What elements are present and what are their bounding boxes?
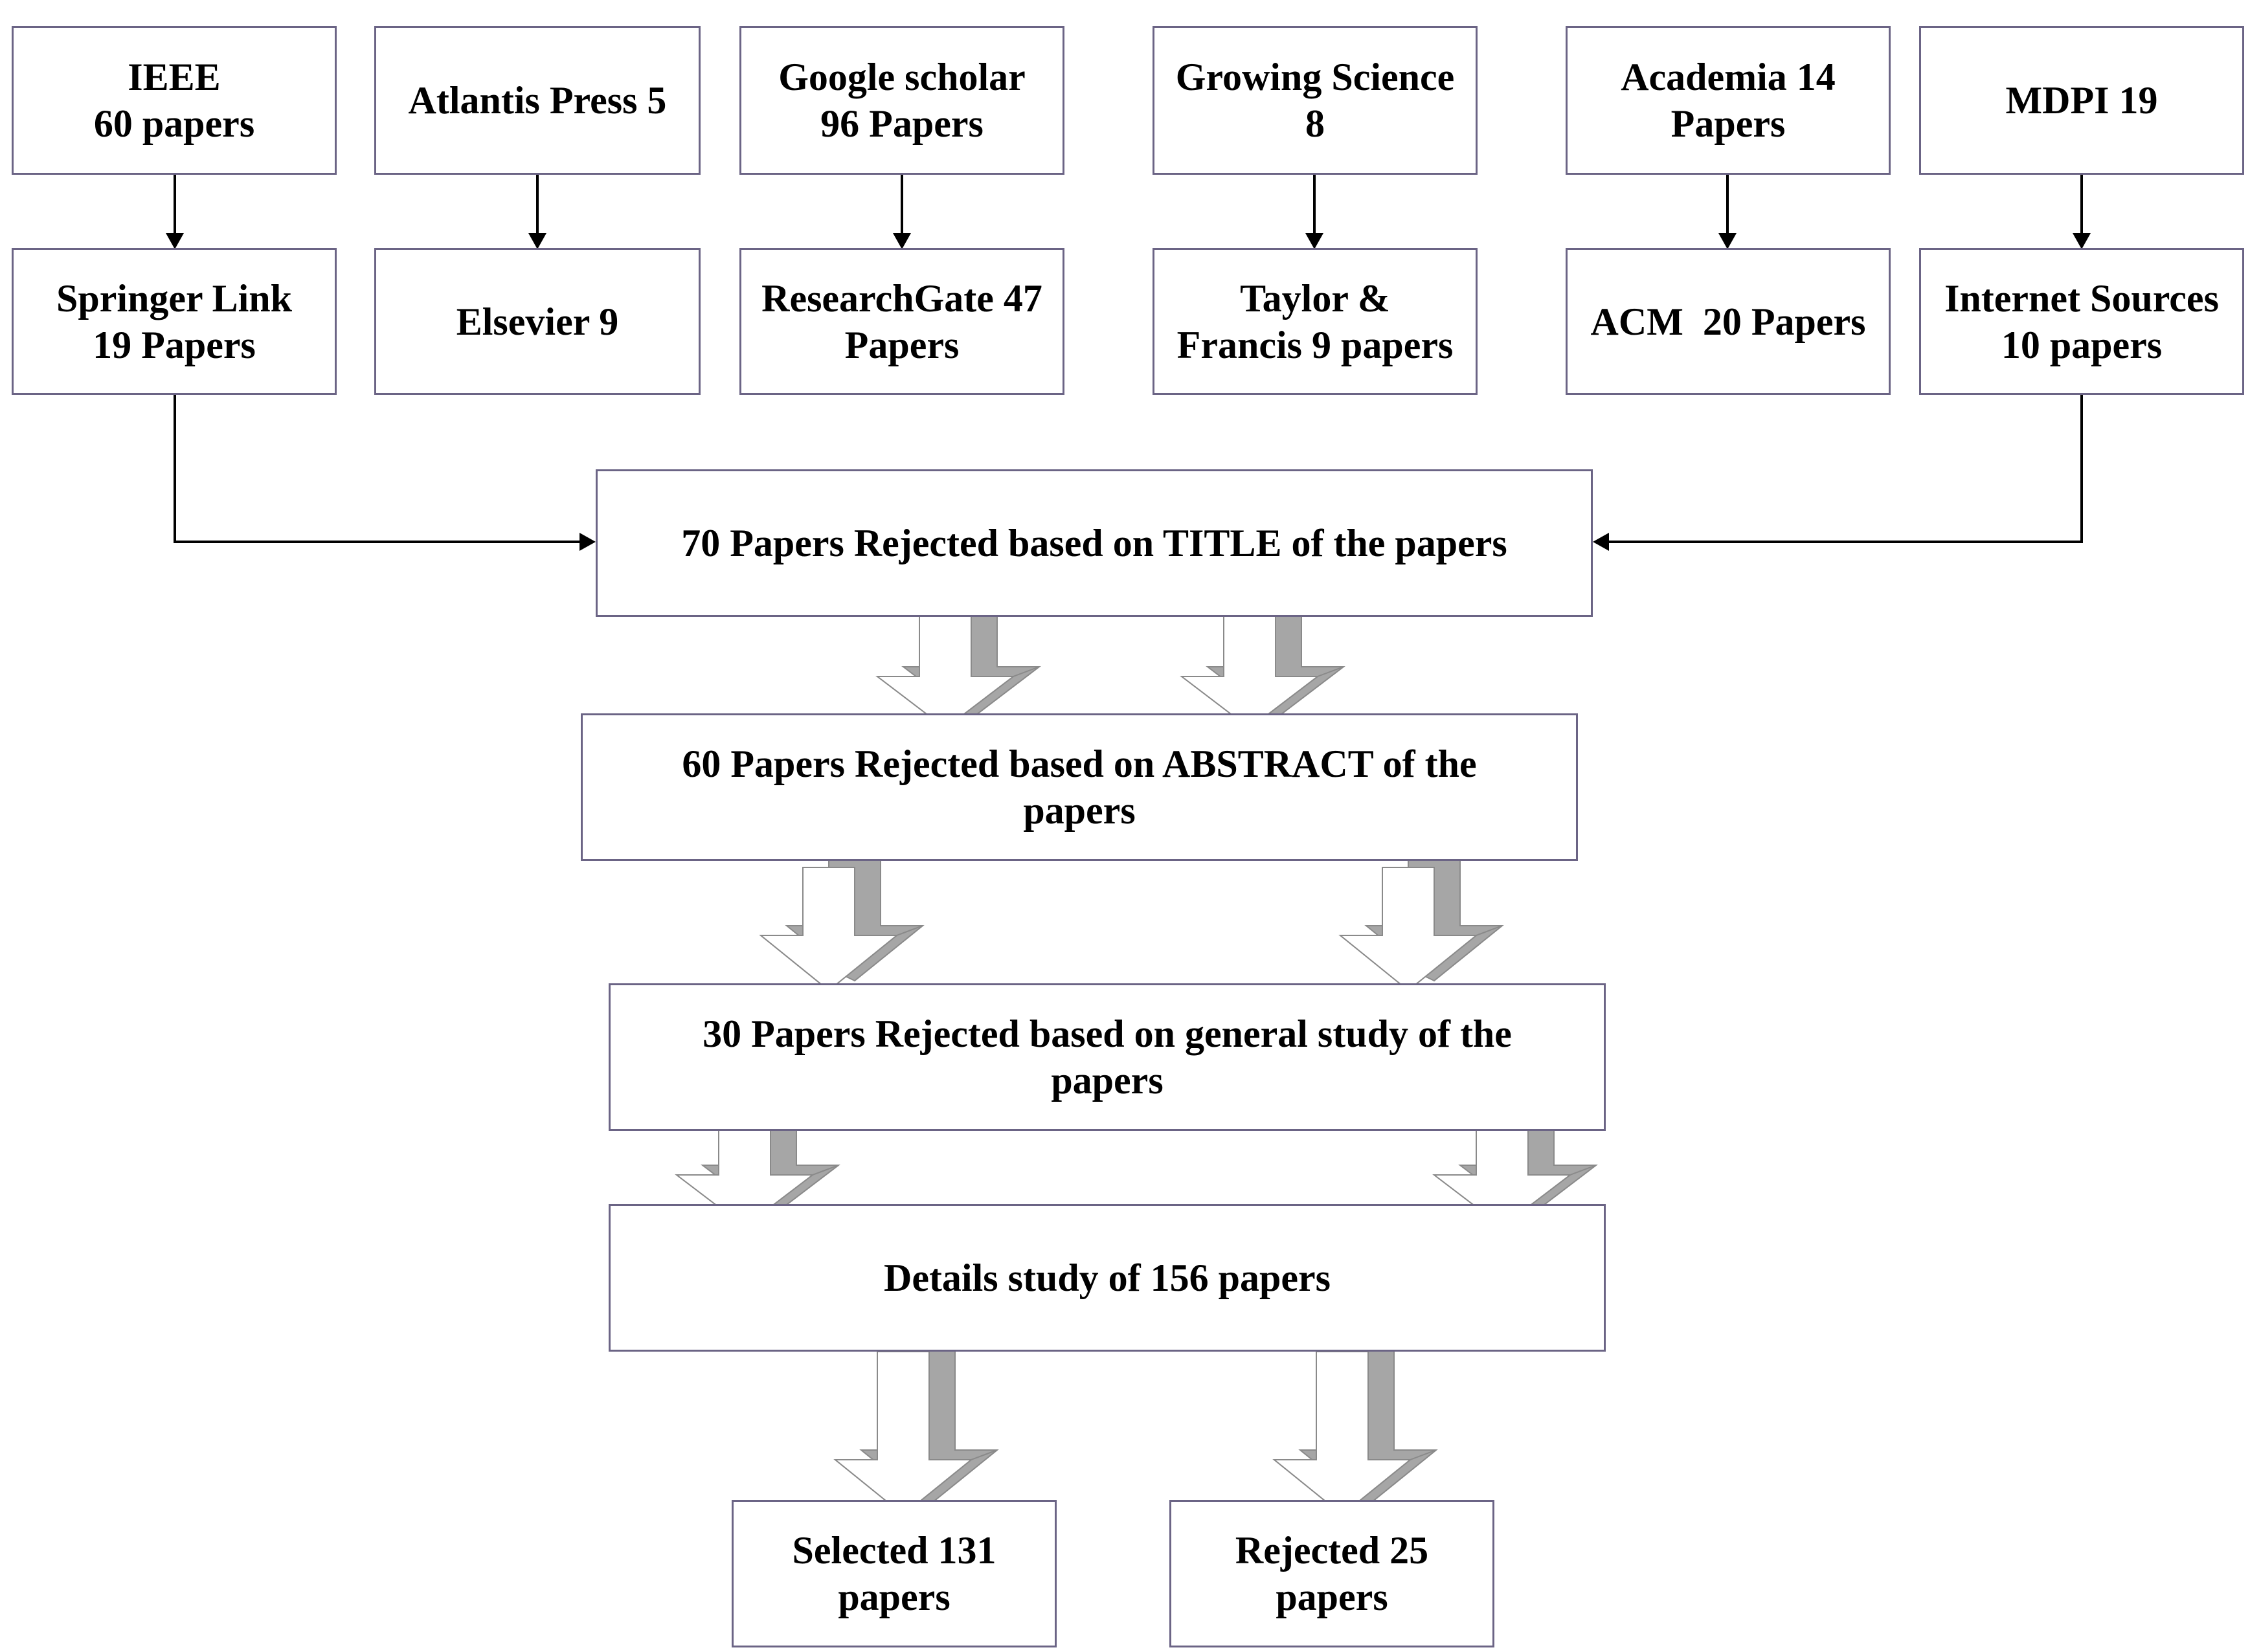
connector-springer-to-stage1 [174,395,579,543]
stage-label-line: papers [1023,789,1136,832]
source-box-elsevier: Elsevier 9 [374,248,701,395]
arrowhead-academia [1718,233,1737,249]
stage-label-line: 30 Papers Rejected based on general stud… [703,1012,1512,1055]
source-label-line: ACM 20 Papers [1590,300,1866,343]
source-label-line: 10 papers [2001,323,2163,366]
source-label-line: ResearchGate 47 [761,276,1042,320]
source-label-line: Francis 9 papers [1176,323,1454,366]
source-box-growing-science: Growing Science 8 [1153,26,1478,175]
block-arrow-stage1-to-stage2-left [875,601,1041,730]
source-label-line: Growing Science [1175,56,1455,98]
outcome-label-line: papers [1276,1576,1388,1618]
block-arrow-stage1-to-stage2-right [1180,601,1345,730]
stage-label-line: Details study of 156 papers [883,1256,1331,1299]
block-arrow-face [875,611,1015,730]
arrowhead-ieee [166,233,184,249]
source-label-line: 8 [1305,102,1325,145]
outcome-box-rejected: Rejected 25 papers [1169,1500,1494,1647]
source-label-line: MDPI 19 [2005,79,2158,122]
source-arrows [166,175,2091,249]
source-label-line: Atlantis Press 5 [408,79,667,122]
source-box-taylor-francis: Taylor & Francis 9 papers [1153,248,1478,395]
block-arrow-face [1180,611,1320,730]
source-label-line: Elsevier 9 [456,300,619,343]
source-label-line: IEEE [128,56,221,98]
block-arrow-face [833,1351,973,1516]
arrowhead-atlantis [528,233,546,249]
block-arrow-face [1272,1351,1412,1516]
arrowhead-mdpi [2073,233,2091,249]
block-arrow-stage2-to-stage3-left [759,857,925,992]
block-arrow-stage2-to-stage3-right [1338,857,1504,992]
source-label-line: Papers [1670,102,1786,145]
outcome-label-line: papers [838,1576,951,1618]
source-box-academia: Academia 14 Papers [1566,26,1891,175]
source-box-researchgate: ResearchGate 47 Papers [739,248,1064,395]
stage-connectors [174,395,2083,551]
source-label-line: Taylor & [1240,276,1390,320]
stage-label-line: 70 Papers Rejected based on TITLE of the… [681,522,1507,564]
block-arrow-face [1338,867,1478,992]
source-box-atlantis-press: Atlantis Press 5 [374,26,701,175]
stage-title-screening: 70 Papers Rejected based on TITLE of the… [596,469,1593,617]
stage-detailed-study: Details study of 156 papers [609,1204,1606,1352]
stage-label-line: 60 Papers Rejected based on ABSTRACT of … [682,742,1477,785]
outcome-label-line: Rejected 25 [1235,1529,1429,1572]
source-box-springer-link: Springer Link 19 Papers [12,248,337,395]
source-label-line: 19 Papers [93,323,256,366]
arrowhead-into-stage1-left [579,533,596,551]
block-arrow-stage4-to-selected [833,1341,999,1516]
source-box-acm: ACM 20 Papers [1566,248,1891,395]
outcome-label-line: Selected 131 [792,1529,996,1572]
source-label-line: Google scholar [778,56,1026,98]
block-arrow-face [759,867,899,992]
source-label-line: Springer Link [56,276,292,320]
source-label-line: Papers [844,323,960,366]
source-label-line: Academia 14 [1621,56,1836,98]
stage-label-line: papers [1051,1059,1164,1102]
block-arrow-stage4-to-rejected [1272,1341,1438,1516]
source-label-line: 60 papers [93,102,255,145]
source-label-line: Internet Sources [1944,276,2219,320]
source-label-line: 96 Papers [820,102,984,145]
source-box-ieee: IEEE 60 papers [12,26,337,175]
stage-abstract-screening: 60 Papers Rejected based on ABSTRACT of … [581,713,1578,861]
source-box-mdpi: MDPI 19 [1919,26,2244,175]
arrowhead-into-stage1-right [1593,533,1609,551]
arrowhead-growing [1305,233,1323,249]
outcome-box-selected: Selected 131 papers [732,1500,1057,1647]
stage-general-study-screening: 30 Papers Rejected based on general stud… [609,983,1606,1131]
connector-internet-to-stage1 [1609,395,2083,543]
source-box-internet-sources: Internet Sources 10 papers [1919,248,2244,395]
arrowhead-scholar [893,233,911,249]
source-box-google-scholar: Google scholar 96 Papers [739,26,1064,175]
